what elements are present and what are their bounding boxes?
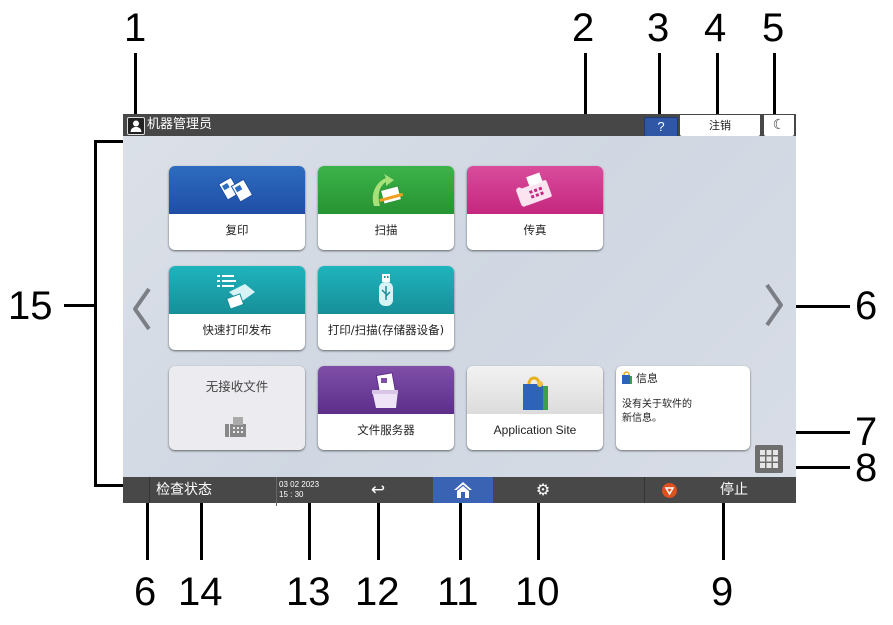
message-line-2: 新信息。	[622, 413, 662, 424]
grid-icon	[760, 450, 778, 468]
bottom-navigation-bar: 检查状态 03 02 2023 15 : 30 ↩ ⚙ 停止	[123, 477, 797, 506]
previous-page-button[interactable]	[131, 286, 153, 332]
callout-6-bottom: 6	[134, 570, 157, 614]
callout-12: 12	[355, 570, 400, 614]
back-button[interactable]: ↩	[348, 477, 408, 503]
tile-label: 快速打印发布	[202, 323, 272, 337]
stop-label: 停止	[720, 482, 748, 498]
logged-in-user-name: 机器管理员	[147, 117, 213, 132]
leader-line-2	[584, 53, 587, 117]
leader-line-7	[788, 431, 850, 434]
tile-no-received-files[interactable]: 无接收文件	[169, 366, 305, 450]
tile-print-scan-memory-device[interactable]: 打印/扫描(存储器设备)	[318, 266, 454, 350]
tile-copy[interactable]: 复印	[169, 166, 305, 250]
leader-line-4	[716, 53, 719, 117]
help-button[interactable]: ?	[644, 117, 678, 137]
tile-label: Application Site	[493, 423, 577, 437]
callout-3: 3	[647, 6, 670, 50]
home-icon	[454, 482, 472, 498]
callout-8: 8	[855, 446, 878, 490]
tile-document-server[interactable]: 文件服务器	[318, 366, 454, 450]
fax-icon	[516, 172, 552, 207]
moon-icon: ☾	[772, 117, 786, 133]
tile-application-site[interactable]: Application Site	[467, 366, 603, 450]
tile-label: 扫描	[374, 223, 398, 237]
time-text: 15 : 30	[279, 490, 304, 499]
logout-button[interactable]: 注销	[680, 115, 760, 136]
information-widget[interactable]: 信息 没有关于软件的 新信息。	[616, 366, 750, 450]
user-icon[interactable]	[127, 117, 145, 135]
callout-2: 2	[572, 6, 595, 50]
fax-inbox-icon	[225, 417, 246, 437]
leader-line-9	[722, 498, 725, 560]
information-widget-title: 信息	[636, 372, 658, 385]
stop-icon	[662, 483, 677, 498]
document-server-icon	[372, 372, 398, 408]
tile-quick-print-release[interactable]: 快速打印发布	[169, 266, 305, 350]
callout-15: 15	[8, 284, 53, 328]
home-button[interactable]	[433, 477, 493, 503]
callout-5: 5	[762, 6, 785, 50]
tile-label: 复印	[225, 223, 249, 237]
leader-line-10	[537, 498, 540, 560]
system-message-bar: 机器管理员 ? 注销 ☾	[123, 114, 796, 137]
message-line-1: 没有关于软件的	[622, 399, 692, 410]
date-time-display: 03 02 2023 15 : 30	[276, 477, 339, 506]
settings-button[interactable]: ⚙	[508, 477, 578, 503]
callout-13: 13	[286, 570, 331, 614]
tile-label: 文件服务器	[357, 423, 415, 437]
leader-line-14	[200, 498, 203, 560]
stop-button[interactable]: 停止	[644, 477, 797, 503]
bracket-15-top	[94, 140, 126, 143]
chevron-right-icon	[765, 283, 783, 327]
home-screen-area: 复印 扫描 传真 快速打印发布	[123, 136, 796, 489]
device-home-screen: 机器管理员 ? 注销 ☾ 复印	[123, 114, 797, 506]
callout-11: 11	[437, 570, 479, 614]
usb-icon	[379, 274, 393, 306]
callout-10: 10	[515, 570, 560, 614]
leader-line-12	[377, 498, 380, 560]
callout-14: 14	[178, 570, 223, 614]
tile-label: 无接收文件	[205, 379, 269, 394]
application-list-button[interactable]	[755, 445, 783, 473]
callout-1: 1	[124, 6, 147, 50]
information-widget-message: 没有关于软件的 新信息。	[622, 398, 692, 426]
check-status-button[interactable]: 检查状态	[149, 477, 276, 503]
callout-7: 7	[855, 410, 878, 454]
callout-9: 9	[711, 570, 734, 614]
shopping-bag-icon	[622, 371, 632, 384]
chevron-left-icon	[133, 287, 151, 331]
callout-6-right: 6	[855, 284, 878, 328]
leader-line-3	[658, 53, 661, 117]
leader-line-1	[134, 53, 137, 117]
tile-scan[interactable]: 扫描	[318, 166, 454, 250]
tile-label: 打印/扫描(存储器设备)	[327, 323, 445, 337]
bracket-15-v	[94, 140, 97, 487]
tile-label: 传真	[523, 223, 547, 237]
leader-line-5	[773, 53, 776, 117]
leader-line-11	[459, 498, 462, 560]
next-page-button[interactable]	[763, 282, 785, 328]
shopping-bag-icon	[523, 376, 548, 410]
gear-icon: ⚙	[535, 480, 551, 499]
back-arrow-icon: ↩	[370, 480, 386, 500]
leader-line-13	[308, 498, 311, 560]
leader-line-15-h	[64, 304, 96, 307]
energy-saver-button[interactable]: ☾	[764, 115, 794, 136]
printer-icon	[217, 275, 255, 310]
date-text: 03 02 2023	[279, 480, 320, 489]
leader-line-6-right	[792, 305, 850, 308]
scan-icon	[372, 174, 404, 206]
tile-fax[interactable]: 传真	[467, 166, 603, 250]
bracket-15-bottom	[94, 484, 126, 487]
callout-4: 4	[704, 6, 727, 50]
copy-icon	[218, 176, 254, 203]
